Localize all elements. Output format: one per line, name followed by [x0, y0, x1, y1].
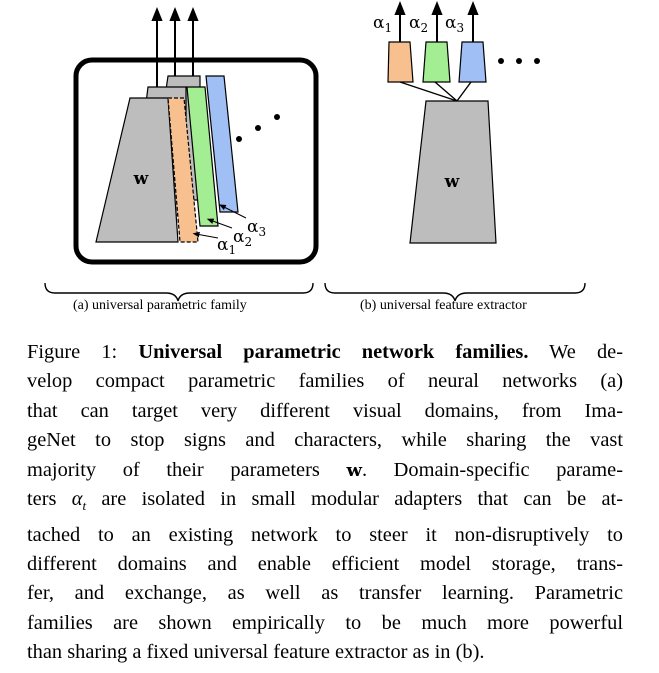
caption-line: that can target very different visual do… — [27, 399, 623, 422]
backbone-main — [95, 97, 179, 243]
caption-line: velop compact parametric families of neu… — [27, 370, 623, 393]
adapter-1 — [167, 97, 199, 243]
caption-line: geNet to stop signs and characters, whil… — [27, 429, 623, 452]
shared-backbone — [409, 100, 497, 244]
head-adapter-3 — [458, 41, 487, 83]
adapter-2 — [186, 86, 219, 227]
ellipsis-dot — [274, 114, 280, 120]
shared-backbone-weights-label: w — [444, 172, 460, 192]
subcaption-b: (b) universal feature extractor — [360, 298, 527, 313]
caption-line: tached to an existing network to steer i… — [27, 523, 623, 546]
brace-b — [324, 282, 586, 302]
brace-a — [44, 282, 314, 302]
subcaption-a: (a) universal parametric family — [73, 298, 247, 313]
caption-line: different domains and enable efficient m… — [27, 552, 623, 575]
ellipsis-dot — [498, 58, 504, 64]
adapter-label-2: α2 — [233, 227, 252, 249]
adapter-3 — [205, 75, 239, 213]
adapter-label-3: α3 — [247, 217, 266, 239]
adapter-label-1: α1 — [217, 235, 236, 257]
caption-line: Figure 1: Universal parametric network f… — [27, 341, 624, 363]
caption-line: than sharing a fixed universal feature e… — [27, 641, 485, 664]
caption-line: fer, and exchange, as well as transfer l… — [27, 582, 623, 605]
ellipsis-dot — [236, 136, 242, 142]
caption-line: ters αt are isolated in small modular ad… — [27, 488, 623, 514]
backbone-weights-label: w — [133, 169, 149, 189]
caption-line: majority of their parameters w. Domain-s… — [27, 458, 623, 481]
figure-caption: Figure 1: Universal parametric network f… — [27, 338, 623, 668]
head-label-1: α1 — [373, 13, 392, 35]
head-adapter-1 — [387, 41, 414, 83]
panel-a: w α3 α2 α1 — [44, 7, 319, 302]
ellipsis-dot — [516, 58, 522, 64]
head-label-2: α2 — [409, 13, 428, 35]
caption-line: families are shown empirically to be muc… — [27, 611, 623, 634]
figure-1-diagram: w α3 α2 α1 w α1 α2 α3 — [44, 1, 586, 302]
ellipsis-dot — [534, 58, 540, 64]
ellipsis-dot — [255, 125, 261, 131]
panel-b: w α1 α2 α3 — [324, 1, 586, 302]
head-label-3: α3 — [445, 13, 464, 35]
head-adapter-2 — [422, 41, 451, 83]
